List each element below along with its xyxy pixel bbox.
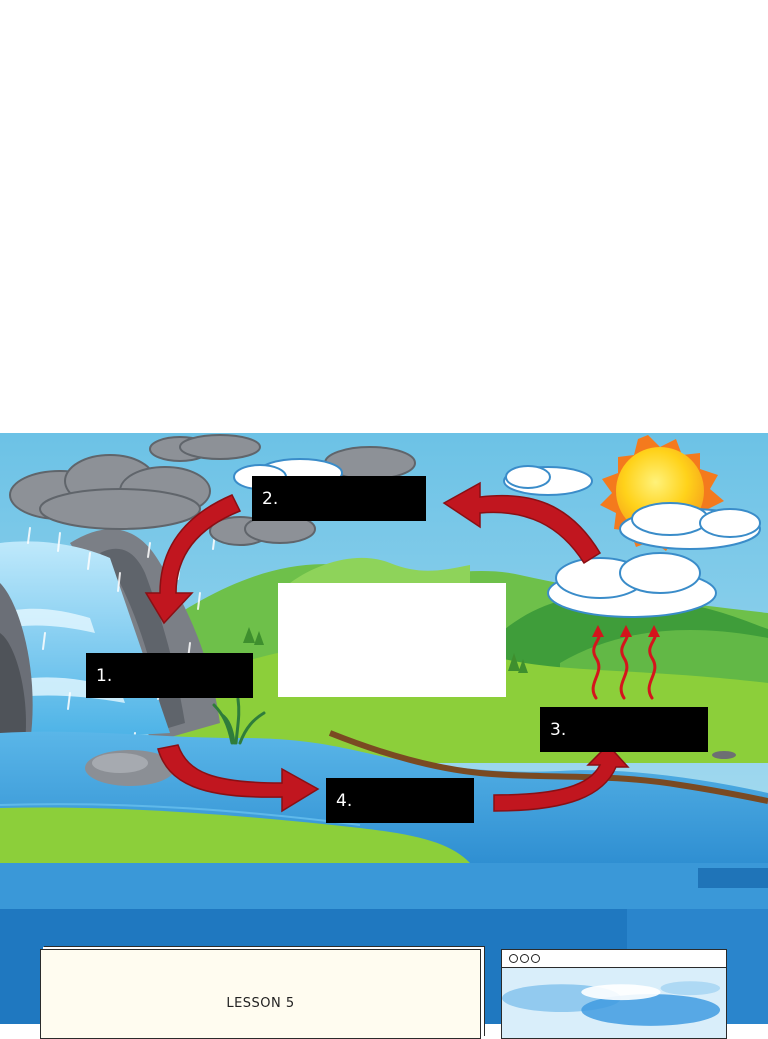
window-dot-icon [531,954,540,963]
trees [243,627,528,673]
cycle-arrows [144,481,630,813]
browser-title-bar [502,950,726,968]
label-box-3: 3. [540,707,708,752]
water-cycle-scene [0,433,768,863]
window-dot-icon [509,954,518,963]
label-2-text: 2. [262,488,279,509]
rain-cloud-left [9,454,211,530]
white-cloud-small [503,465,593,496]
lesson-card: LESSON 5 [40,949,481,1039]
band-light-strip [0,863,768,909]
evaporation-arrows [591,629,657,700]
blank-area [0,0,768,433]
label-box-2: 2. [252,476,426,521]
evaporation-arrowheads [592,625,660,637]
white-cloud-evap [547,552,717,618]
label-box-4: 4. [326,778,474,823]
rain-cloud-mid [209,446,416,546]
label-1-text: 1. [96,665,113,686]
reeds [212,697,266,745]
white-cloud-sun [619,502,761,550]
title-placeholder-box [278,583,506,697]
window-dot-icon [520,954,529,963]
band-tab [698,868,768,888]
label-box-1: 1. [86,653,253,698]
label-3-text: 3. [550,719,567,740]
label-4-text: 4. [336,790,353,811]
rain-cloud-top [149,434,261,462]
sky-cloud-image [502,968,726,1038]
rocks [85,750,736,786]
lesson-label: LESSON 5 [226,996,295,1011]
browser-window-card [501,949,727,1039]
